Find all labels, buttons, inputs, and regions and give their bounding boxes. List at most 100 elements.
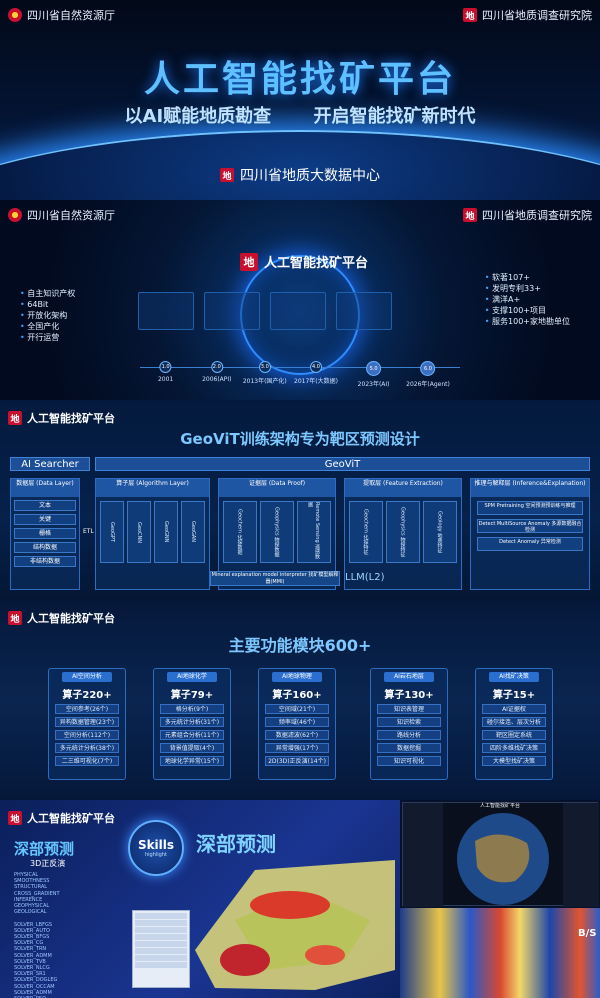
skills-sub-label: highlight xyxy=(145,852,167,858)
feature-layer-column: 提取层 (Feature Extraction) Geochem 化探特征 Ge… xyxy=(344,478,462,590)
globe-window-title: 人工智能找矿平台 xyxy=(480,803,521,809)
list-item: 64Bit xyxy=(20,299,75,310)
column-header: 提取层 (Feature Extraction) xyxy=(345,479,461,497)
deep-prediction-panel: 地 人工智能找矿平台 深部预测 3D正反演 PHYSICAL SMOOTHNES… xyxy=(0,800,600,998)
module-item: 空间域(21个) xyxy=(265,704,329,714)
operator-box: GeoGPT xyxy=(100,501,124,563)
column-body: Geochem 化探数据 Geophysics 物探数据 Remote Sens… xyxy=(219,497,335,567)
feature-list-left: 自主知识产权 64Bit 开放化架构 全国产化 开行运营 xyxy=(20,288,75,343)
legend-row xyxy=(135,955,187,961)
module-item: 数据挖掘 xyxy=(377,743,441,753)
feature-card xyxy=(336,292,392,330)
version-year: 2023年(AI) xyxy=(357,381,390,388)
module-item: 背景值提取(4个) xyxy=(160,743,224,753)
version-year: 2001 xyxy=(157,376,174,383)
feature-cards xyxy=(138,292,392,330)
data-center-label: 四川省地质大数据中心 xyxy=(240,168,380,184)
module-card: AI地球物理 算子160+ 空间域(21个) 频率域(46个) 数据滤波(62个… xyxy=(258,668,336,780)
data-layer-column: 数据层 (Data Layer) 文本 关键 栅格 结构数据 非结构数据 xyxy=(10,478,80,590)
layer-legend-window xyxy=(132,910,190,988)
feature-box: Geochem 化探特征 xyxy=(349,501,383,563)
data-item: 非结构数据 xyxy=(14,556,76,567)
llm-label: LLM(L2) xyxy=(345,572,385,583)
proof-box: Geochem 化探数据 xyxy=(223,501,257,563)
algorithm-layer-column: 算子层 (Algorithm Layer) GeoGPT GeoCNN GeoG… xyxy=(95,478,210,590)
data-item: 关键 xyxy=(14,514,76,525)
module-item: 数据滤波(62个) xyxy=(265,730,329,740)
version-dot: 1.0 xyxy=(159,361,172,373)
national-emblem-icon xyxy=(8,8,22,22)
version-dot: 3.0 xyxy=(258,361,271,373)
org-right-label: 四川省地质调查研究院 xyxy=(482,209,592,222)
feature-list-right: 软著107+ 发明专利33+ 满洋A+ 支撑100+项目 服务100+家地勘单位 xyxy=(485,272,570,327)
org-left-label: 四川省自然资源厅 xyxy=(27,9,115,22)
module-count: 算子15+ xyxy=(492,690,536,701)
feature-card xyxy=(270,292,326,330)
version-year: 2017年(大数据) xyxy=(294,378,338,385)
feature-box: Geophysics 物探特征 xyxy=(386,501,420,563)
data-center-name: 地 四川省地质大数据中心 xyxy=(0,165,600,185)
version-year: 2026年(Agent) xyxy=(406,381,450,388)
platform-logo-icon: 地 xyxy=(8,811,22,825)
proof-box: Remote Sensing 遥感数据 xyxy=(297,501,331,563)
list-item: 软著107+ xyxy=(485,272,570,283)
module-name: AI找矿决策 xyxy=(489,672,539,682)
national-emblem-icon xyxy=(8,208,22,222)
anomaly-body xyxy=(250,891,330,919)
hero-subtitle: 以AI赋能地质勘查 开启智能找矿新时代 xyxy=(0,102,600,128)
anomaly-heatmap xyxy=(400,908,600,998)
module-item: 大模型找矿决策 xyxy=(482,756,546,766)
module-name: AI空间分析 xyxy=(62,672,112,682)
module-item: 四阶多维找矿决策 xyxy=(482,743,546,753)
hero-title: 人工智能找矿平台 xyxy=(143,59,456,100)
module-item: 空间分析(112个) xyxy=(55,730,119,740)
etl-label: ETL xyxy=(83,528,94,535)
version-year: 2006(API) xyxy=(202,376,232,383)
org-right-2: 地 四川省地质调查研究院 xyxy=(463,207,592,223)
proof-box: Geophysics 物探数据 xyxy=(260,501,294,563)
legend-row xyxy=(135,913,187,919)
ai-searcher-bar: AI Searcher xyxy=(10,457,90,471)
inference-box: SPM Pretraining 空间预测预训练与推理 xyxy=(477,501,583,515)
inference-box: Detect Anomaly 异常检测 xyxy=(477,537,583,551)
module-count: 算子130+ xyxy=(384,690,434,701)
skills-label: Skills xyxy=(137,838,175,852)
module-item: 知识可视化 xyxy=(377,756,441,766)
module-name: AI岩石地层 xyxy=(384,672,434,682)
side-panel xyxy=(563,803,599,907)
module-count: 算子79+ xyxy=(170,690,214,701)
platform-logo-icon: 地 xyxy=(240,252,258,271)
platform-brand-label: 人工智能找矿平台 xyxy=(264,256,369,271)
hero-panel: 四川省自然资源厅 地 四川省地质调查研究院 人工智能找矿平台 以AI赋能地质勘查… xyxy=(0,0,600,200)
module-item: 碰尔接连、层次分析 xyxy=(482,717,546,727)
module-item: 异构数据管理(23个) xyxy=(55,717,119,727)
org-left-2: 四川省自然资源厅 xyxy=(8,207,115,223)
version-dot: 6.0 xyxy=(420,361,436,376)
side-panel xyxy=(403,803,443,907)
anomaly-body xyxy=(305,945,345,965)
data-item: 栅格 xyxy=(14,528,76,539)
globe-view-window xyxy=(402,802,599,907)
org-left: 四川省自然资源厅 xyxy=(8,7,115,23)
module-item: 二三维可视化(7个) xyxy=(55,756,119,766)
module-item: 2D(3D)正反演(14个) xyxy=(265,756,329,766)
module-name: AI地球化学 xyxy=(167,672,217,682)
module-card: AI地球化学 算子79+ 格分析(9个) 多元统计分析(31个) 元素组合分析(… xyxy=(153,668,231,780)
data-item: 结构数据 xyxy=(14,542,76,553)
platform-brand: 地 人工智能找矿平台 xyxy=(240,252,368,271)
module-item: 知识检索 xyxy=(377,717,441,727)
hero-subtitle-right: 开启智能找矿新时代 xyxy=(313,106,476,127)
column-header: 推理与解释层 (Inference&Explanation) xyxy=(471,479,589,497)
column-body: GeoGPT GeoCNN GeoGNN GeoGAN xyxy=(96,497,209,567)
legend-row xyxy=(135,962,187,968)
module-item: 知识表管理 xyxy=(377,704,441,714)
panel-header: 地 人工智能找矿平台 xyxy=(8,810,115,826)
module-item: 元素组合分析(11个) xyxy=(160,730,224,740)
version-dot: 4.0 xyxy=(309,361,322,373)
module-item: 靶区圈定系统 xyxy=(482,730,546,740)
geovit-panel: 地 人工智能找矿平台 GeoViT训练架构专为靶区预测设计 AI Searche… xyxy=(0,400,600,600)
module-item: 多元统计分析(38个) xyxy=(55,743,119,753)
module-item: 格分析(9个) xyxy=(160,704,224,714)
